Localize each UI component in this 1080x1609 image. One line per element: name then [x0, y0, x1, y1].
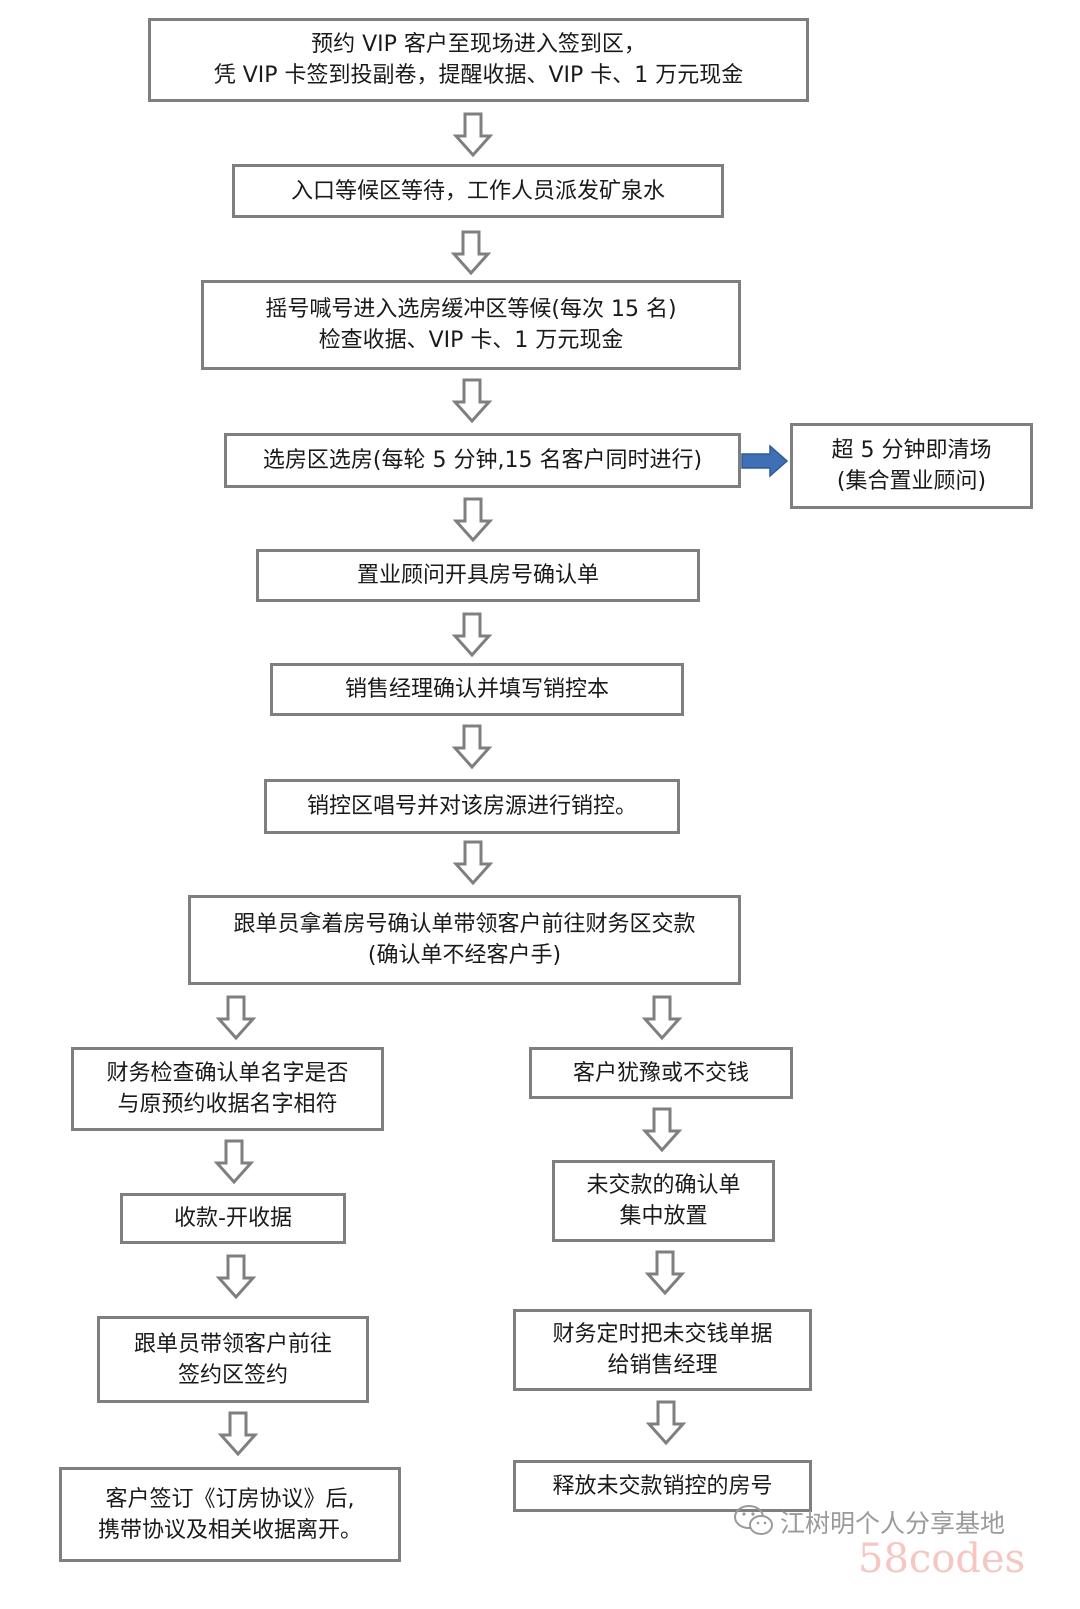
step-text: 置业顾问开具房号确认单: [356, 563, 599, 588]
down-arrow-icon: [216, 1254, 256, 1300]
step-checkin: 预约 VIP 客户至现场进入签到区， 凭 VIP 卡签到投副卷，提醒收据、VIP…: [148, 18, 809, 102]
down-arrow-icon: [453, 497, 493, 543]
step-text: 跟单员拿着房号确认单带领客户前往财务区交款: [233, 912, 696, 937]
down-arrow-icon: [452, 724, 492, 770]
step-text: 给销售经理: [607, 1353, 718, 1378]
down-arrow-icon: [645, 1250, 685, 1296]
right-arrow-icon: [741, 444, 789, 478]
right-to-manager: 财务定时把未交钱单据 给销售经理: [513, 1309, 812, 1391]
step-text: 签约区签约: [177, 1362, 288, 1388]
step-text: 跟单员带领客户前往: [133, 1331, 332, 1357]
right-release: 释放未交款销控的房号: [513, 1460, 812, 1512]
watermark-brand: 58codes: [858, 1536, 1026, 1582]
down-arrow-icon: [453, 840, 493, 886]
wechat-icon: [734, 1505, 773, 1535]
step-sales-control: 销控区唱号并对该房源进行销控。: [264, 779, 680, 834]
step-text: (确认单不经客户手): [367, 943, 562, 968]
step-selection: 选房区选房(每轮 5 分钟,15 名客户同时进行): [224, 433, 741, 488]
step-entrance-wait: 入口等候区等待，工作人员派发矿泉水: [232, 164, 724, 218]
step-confirm-form: 置业顾问开具房号确认单: [256, 549, 700, 602]
step-manager: 销售经理确认并填写销控本: [270, 663, 684, 716]
step-timeout: 超 5 分钟即清场 (集合置业顾问): [790, 423, 1033, 509]
left-sign-leave: 客户签订《订房协议》后, 携带协议及相关收据离开。: [59, 1467, 401, 1562]
down-arrow-icon: [453, 112, 493, 158]
right-collect-unpaid: 未交款的确认单 集中放置: [552, 1160, 775, 1242]
down-arrow-icon: [452, 612, 492, 658]
right-hesitate: 客户犹豫或不交钱: [529, 1047, 793, 1099]
step-text: 销售经理确认并填写销控本: [344, 677, 609, 702]
down-arrow-icon: [451, 230, 491, 276]
step-text: 释放未交款销控的房号: [552, 1473, 773, 1499]
step-text: 与原预约收据名字相符: [117, 1092, 338, 1117]
step-text: 客户犹豫或不交钱: [572, 1060, 749, 1086]
step-text: 客户签订《订房协议》后,: [105, 1486, 355, 1512]
left-collect: 收款-开收据: [120, 1193, 346, 1244]
step-text: 超 5 分钟即清场: [831, 438, 992, 463]
watermark-account: 江树明个人分享基地: [780, 1509, 1006, 1538]
left-to-sign: 跟单员带领客户前往 签约区签约: [97, 1316, 369, 1403]
step-text: (集合置业顾问): [836, 469, 987, 494]
down-arrow-icon: [216, 995, 256, 1041]
step-escort-payment: 跟单员拿着房号确认单带领客户前往财务区交款 (确认单不经客户手): [188, 895, 741, 985]
step-text: 摇号喊号进入选房缓冲区等候(每次 15 名): [265, 297, 677, 322]
step-text: 入口等候区等待，工作人员派发矿泉水: [290, 178, 665, 204]
down-arrow-icon: [452, 378, 492, 424]
down-arrow-icon: [642, 995, 682, 1041]
down-arrow-icon: [642, 1107, 682, 1153]
step-text: 检查收据、VIP 卡、1 万元现金: [318, 328, 624, 353]
step-lottery: 摇号喊号进入选房缓冲区等候(每次 15 名) 检查收据、VIP 卡、1 万元现金: [201, 280, 741, 370]
down-arrow-icon: [646, 1400, 686, 1446]
step-text: 未交款的确认单: [586, 1173, 741, 1198]
step-text: 集中放置: [619, 1204, 708, 1229]
step-text: 选房区选房(每轮 5 分钟,15 名客户同时进行): [262, 448, 703, 473]
step-text: 预约 VIP 客户至现场进入签到区，: [311, 32, 646, 57]
step-text: 携带协议及相关收据离开。: [97, 1517, 362, 1543]
down-arrow-icon: [214, 1139, 254, 1185]
step-text: 销控区唱号并对该房源进行销控。: [306, 794, 637, 819]
step-text: 财务检查确认单名字是否: [106, 1061, 349, 1086]
step-text: 收款-开收据: [174, 1206, 292, 1231]
left-check-name: 财务检查确认单名字是否 与原预约收据名字相符: [71, 1047, 384, 1131]
step-text: 凭 VIP 卡签到投副卷，提醒收据、VIP 卡、1 万元现金: [213, 63, 744, 88]
down-arrow-icon: [218, 1411, 258, 1457]
step-text: 财务定时把未交钱单据: [552, 1322, 773, 1347]
